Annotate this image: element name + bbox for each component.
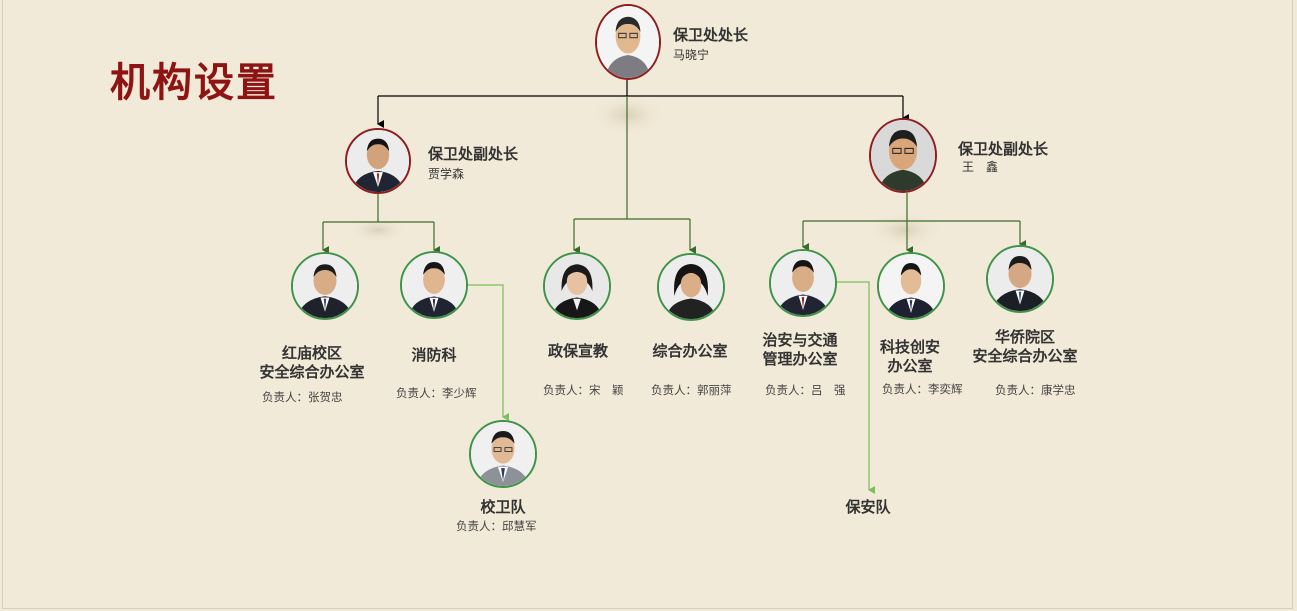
director-avatar: [595, 4, 661, 80]
page-title: 机构设置: [110, 59, 278, 106]
left-deputy-connector: [322, 194, 440, 254]
unit-person-tech-security: 负责人：李奕辉: [882, 382, 963, 396]
unit-name-propaganda: 政保宣教: [547, 342, 608, 360]
director-name: 马晓宁: [673, 48, 710, 62]
unit-name-general-office: 综合办公室: [652, 342, 728, 360]
right-deputy-avatar: [869, 118, 937, 193]
left-deputy-avatar: [345, 128, 411, 194]
unit-avatar-tech-security: [877, 252, 945, 320]
left-deputy-title: 保卫处副处长: [428, 145, 519, 163]
unit-name-fire: 消防科: [411, 346, 457, 364]
subunit-avatar-guard-team: [469, 420, 537, 488]
unit-person-general-office: 负责人：郭丽萍: [651, 383, 732, 397]
unit-person-hongmiao: 负责人：张贺忠: [262, 390, 343, 404]
director-title: 保卫处处长: [673, 26, 749, 44]
unit-name-security-traffic: 治安与交通管理办公室: [762, 331, 838, 368]
left-deputy-name: 贾学森: [428, 167, 465, 181]
center-connector: [573, 96, 696, 254]
right-deputy-name: 王 鑫: [962, 160, 999, 174]
director-connector: [377, 80, 909, 128]
unit-name-tech-security: 科技创安办公室: [879, 338, 940, 375]
unit-person-huaqiao: 负责人：康学忠: [995, 383, 1076, 397]
subunit-name-security-team: 保安队: [845, 498, 891, 516]
unit-avatar-security-traffic: [769, 249, 837, 317]
unit-person-security-traffic: 负责人：吕 强: [765, 383, 846, 397]
subunit-person-guard-team: 负责人：邱慧军: [456, 519, 537, 533]
unit-avatar-huaqiao: [986, 245, 1054, 313]
subunit-name-guard-team: 校卫队: [480, 498, 526, 516]
unit-name-hongmiao: 红庙校区安全综合办公室: [259, 344, 365, 381]
right-deputy-connector: [802, 193, 1026, 254]
unit-avatar-general-office: [657, 253, 725, 321]
security-to-guard-connector: [837, 281, 875, 494]
fire-to-guard-connector: [468, 284, 509, 421]
unit-avatar-fire: [400, 251, 468, 319]
unit-avatar-propaganda: [543, 252, 611, 320]
unit-person-fire: 负责人：李少辉: [396, 386, 477, 400]
unit-person-propaganda: 负责人：宋 颖: [543, 383, 624, 397]
right-deputy-title: 保卫处副处长: [958, 140, 1049, 158]
unit-avatar-hongmiao: [291, 252, 359, 320]
unit-name-huaqiao: 华侨院区安全综合办公室: [972, 328, 1078, 365]
